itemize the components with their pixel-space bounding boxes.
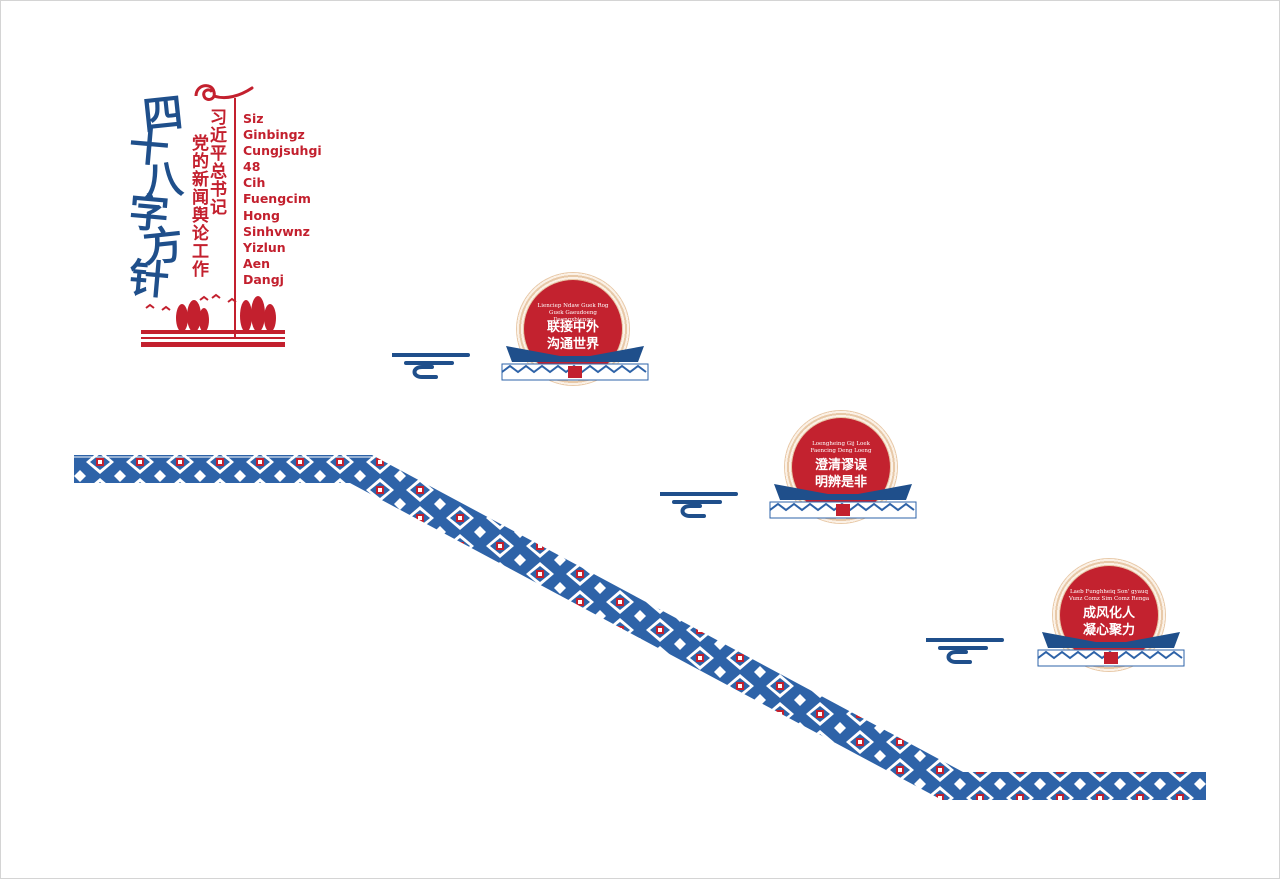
medallion-3: Laeb Funghheiq Son' gyauq Vunz Comz Sim …	[1036, 558, 1186, 678]
roman-line: Cih	[243, 175, 266, 191]
medallion-romanization: Loengheing Gij Loek Faencing Deng Loeng	[810, 441, 872, 454]
medallion-2: Loengheing Gij Loek Faencing Deng Loeng …	[768, 410, 918, 530]
medallion-line-1: 联接中外	[546, 320, 599, 335]
auspicious-cloud-icon	[194, 84, 254, 101]
title-base-lines	[141, 330, 285, 347]
wave-swirl-icon	[660, 492, 738, 518]
red-divider-rule	[234, 98, 236, 338]
medallion-line-2: 沟通世界	[546, 337, 599, 352]
wave-swirl-icon	[392, 353, 470, 379]
roman-line: Dangj	[243, 271, 284, 287]
roman-line: Siz	[243, 111, 264, 126]
main-title-characters: 四 十 八 字 方 针	[118, 89, 188, 305]
red-trees-icon	[176, 296, 276, 332]
ribbon-banner-icon	[769, 484, 917, 519]
medallion-line-1: 成风化人	[1082, 606, 1135, 621]
roman-line: Sinhvwnz	[243, 223, 310, 239]
roman-line: Fuengcim	[243, 191, 311, 207]
vertical-subtitle-2: 党的新闻舆论工作	[188, 134, 208, 278]
roman-line: Ginbingz	[243, 127, 305, 143]
roman-line: 48	[243, 159, 261, 175]
ribbon-banner-icon	[501, 346, 649, 381]
medallion-line-1: 澄清谬误	[814, 458, 867, 473]
medallion-line-2: 明辨是非	[814, 475, 867, 490]
roman-line: Aen	[243, 255, 271, 271]
medallion-line-2: 凝心聚力	[1082, 623, 1135, 638]
medallion-romanization: Lienciep Ndaw Guek Rog Guek Gaeudoeng Da…	[537, 303, 609, 323]
roman-line: Cungjsuhgi	[243, 143, 322, 159]
roman-line: Yizlun	[243, 239, 286, 255]
zhuang-romanization: Siz Ginbingz Cungjsuhgi 48 Cih Fuengcim …	[243, 111, 322, 288]
medallion-1: Lienciep Ndaw Guek Rog Guek Gaeudoeng Da…	[500, 272, 650, 392]
medallion-romanization: Laeb Funghheiq Son' gyauq Vunz Comz Sim …	[1068, 589, 1150, 602]
wave-swirl-icon	[926, 638, 1004, 664]
roman-line: Hong	[243, 207, 280, 223]
vertical-subtitle-1: 习近平总书记	[206, 108, 226, 216]
ribbon-banner-icon	[1037, 632, 1185, 667]
flying-birds-icon	[145, 293, 237, 311]
